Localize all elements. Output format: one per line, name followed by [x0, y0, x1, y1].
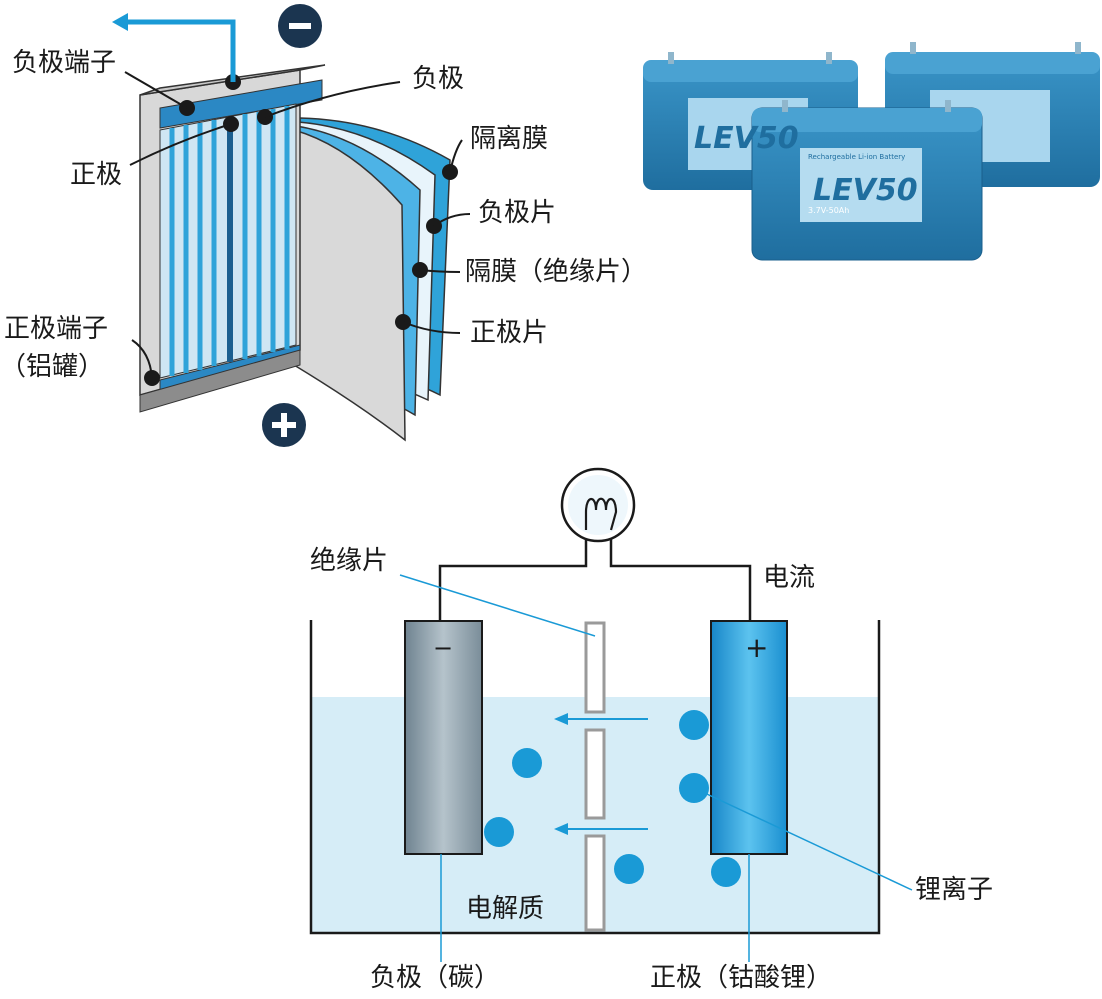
- battery-photo: [643, 42, 1100, 261]
- cathode-sign: +: [745, 631, 769, 664]
- label-cathode: 正极（钴酸锂）: [650, 963, 833, 993]
- label-neg-terminal: 负极端子: [12, 48, 117, 78]
- label-pos-sheet: 正极片: [470, 318, 549, 348]
- label-pos-electrode: 正极: [70, 160, 123, 190]
- container: [309, 620, 881, 935]
- filament: [584, 497, 618, 531]
- battery-spec-text: 3.7V-50Ah: [808, 206, 850, 215]
- battery-brand-badge: LEV50: [813, 173, 918, 208]
- pos-sheet: [293, 129, 406, 442]
- lithium-ions: [484, 710, 741, 887]
- battery-brand-badge-left: LEV50: [694, 121, 799, 156]
- cell-bottom: [139, 349, 301, 413]
- label-pos-terminal-line1: 正极端子: [4, 314, 109, 344]
- anode: [404, 620, 483, 855]
- label-electrolyte: 电解质: [466, 894, 545, 924]
- label-neg-electrode: 负极: [412, 64, 465, 94]
- label-pos-terminal-line2: （铝罐）: [0, 352, 105, 382]
- label-insulator: 绝缘片: [310, 546, 389, 576]
- electrode-stripes: [169, 106, 290, 376]
- cell-cutaway: [112, 4, 471, 447]
- battery-small-text: Rechargeable Li-ion Battery: [808, 153, 906, 161]
- anode-sign: −: [433, 634, 454, 662]
- label-separator: 隔离膜: [470, 124, 549, 154]
- label-anode: 负极（碳）: [370, 963, 501, 993]
- label-insulating-film: 隔膜（绝缘片）: [465, 257, 648, 287]
- label-lithium-ion: 锂离子: [915, 875, 994, 905]
- circuit-diagram: [309, 467, 913, 962]
- label-current: 电流: [763, 563, 816, 593]
- cell-top-band: [159, 79, 323, 129]
- label-neg-sheet: 负极片: [478, 198, 557, 228]
- cathode: [710, 620, 788, 855]
